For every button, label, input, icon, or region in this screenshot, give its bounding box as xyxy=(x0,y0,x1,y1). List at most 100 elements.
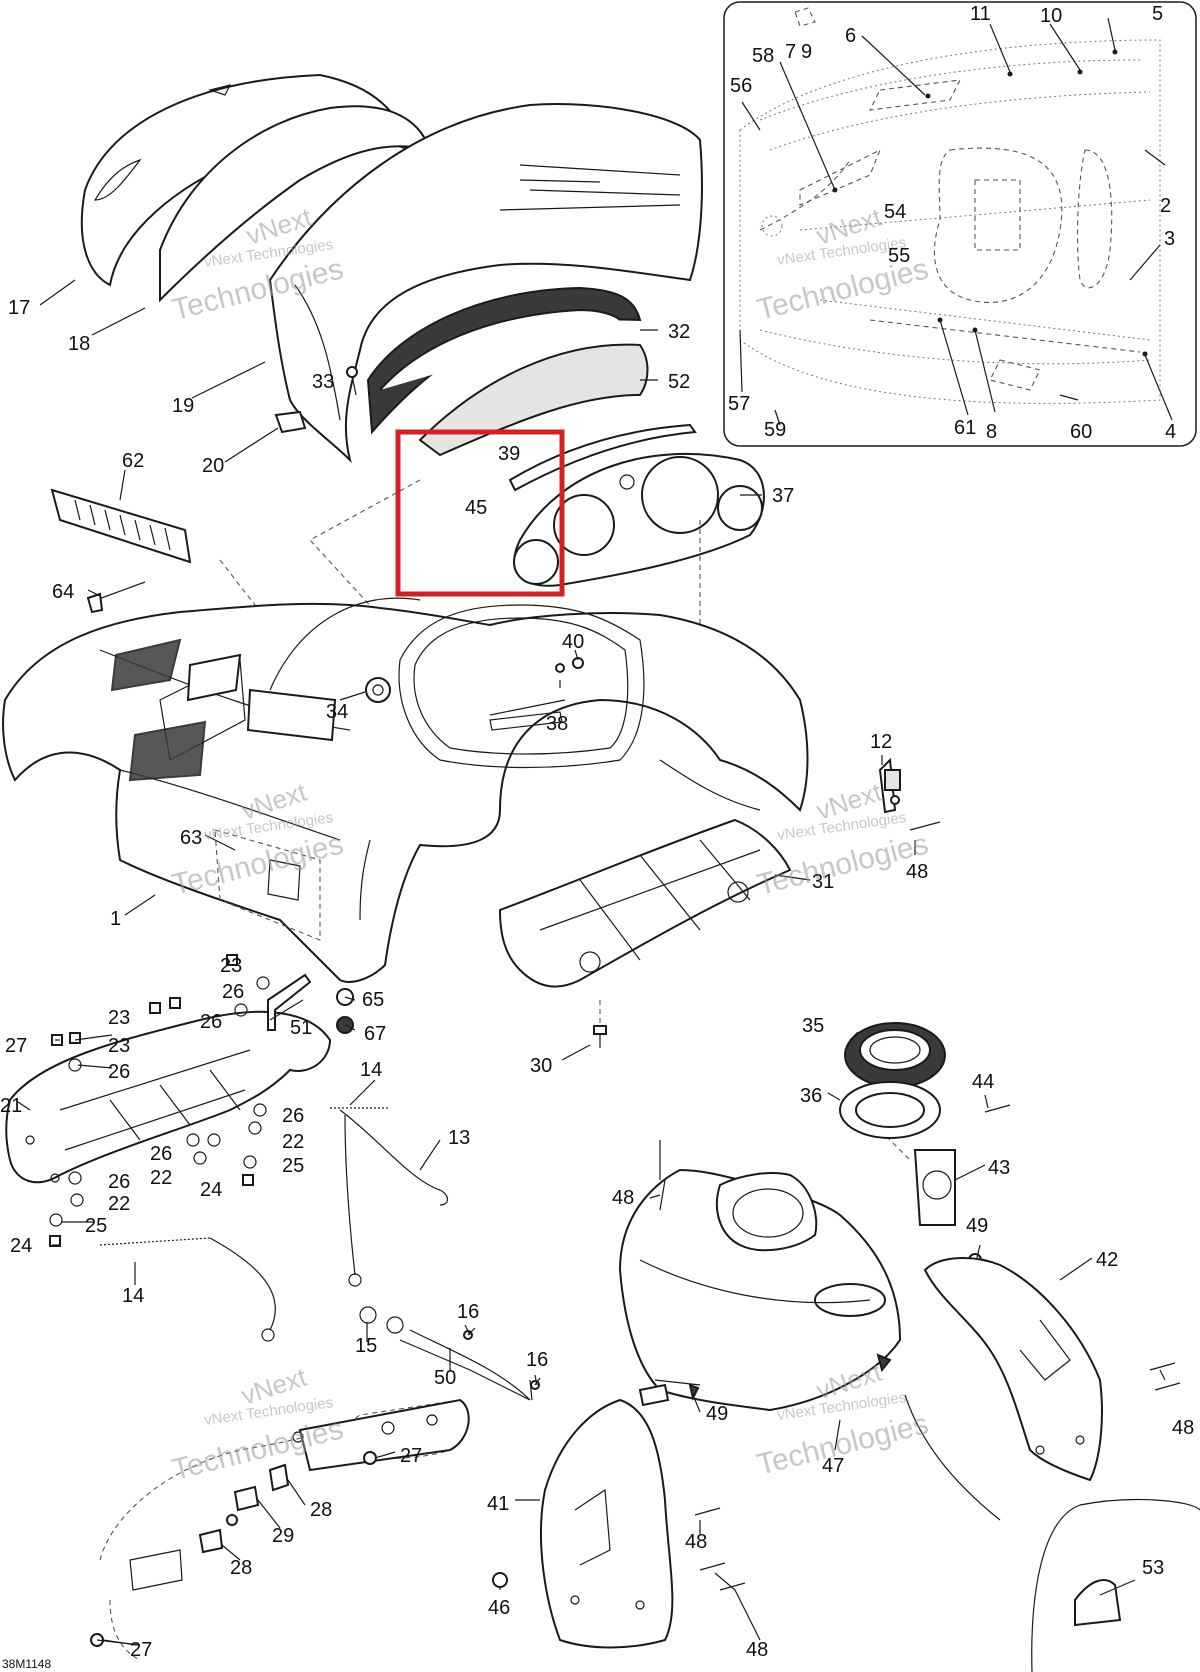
leader-lines xyxy=(17,279,1166,1646)
part-36-gasket xyxy=(839,1081,941,1139)
part-62-vent xyxy=(50,488,192,564)
callout-26c: 26 xyxy=(108,1061,130,1083)
callout-26e: 26 xyxy=(150,1143,172,1165)
part-50-bolt xyxy=(399,1339,533,1401)
hull-mesh-grilles xyxy=(110,638,337,782)
callout-39: 39 xyxy=(498,443,520,465)
callout-27b: 27 xyxy=(400,1445,422,1467)
callout-37: 37 xyxy=(772,485,794,507)
callout-14a: 14 xyxy=(360,1059,382,1081)
part-43-plate xyxy=(913,1149,956,1226)
callout-52: 52 xyxy=(668,371,690,393)
callout-63: 63 xyxy=(180,827,202,849)
callout-7: 7 xyxy=(785,41,796,63)
callout-22b: 22 xyxy=(150,1167,172,1189)
diagram-code: 38M1148 xyxy=(2,1657,51,1671)
callout-16b: 16 xyxy=(526,1349,548,1371)
callout-35: 35 xyxy=(802,1015,824,1037)
part-30-screw xyxy=(593,1025,607,1048)
callout-31: 31 xyxy=(812,871,834,893)
callout-51: 51 xyxy=(290,1017,312,1039)
part-12-bracket xyxy=(878,757,901,814)
callout-5: 5 xyxy=(1152,3,1163,25)
callout-54: 54 xyxy=(884,201,906,223)
callout-43: 43 xyxy=(988,1157,1010,1179)
callout-30: 30 xyxy=(530,1055,552,1077)
callout-40: 40 xyxy=(562,631,584,653)
callout-57: 57 xyxy=(728,393,750,415)
callout-8: 8 xyxy=(986,421,997,443)
callout-48a: 48 xyxy=(906,861,928,883)
callout-48c: 48 xyxy=(1172,1417,1194,1439)
part-47-housing xyxy=(618,1140,902,1412)
callout-49a: 49 xyxy=(966,1215,988,1237)
callout-24a: 24 xyxy=(200,1179,222,1201)
part-51-bracket xyxy=(267,973,312,1031)
callout-20: 20 xyxy=(202,455,224,477)
callout-56: 56 xyxy=(730,75,752,97)
callout-50: 50 xyxy=(434,1367,456,1389)
part-31-tray xyxy=(498,818,792,988)
callout-38: 38 xyxy=(546,713,568,735)
callout-28b: 28 xyxy=(230,1557,252,1579)
windshield-parts xyxy=(80,73,703,464)
fasteners-left xyxy=(49,954,354,1247)
part-1-hull xyxy=(2,597,809,983)
callout-60: 60 xyxy=(1070,421,1092,443)
callout-labels: 5 10 11 6 7 9 58 56 2 3 54 55 4 60 8 61 … xyxy=(0,3,1194,1671)
callout-55: 55 xyxy=(888,245,910,267)
callout-53: 53 xyxy=(1142,1557,1164,1579)
callout-62: 62 xyxy=(122,450,144,472)
callout-47: 47 xyxy=(822,1455,844,1477)
callout-9: 9 xyxy=(801,41,812,63)
callout-23c: 23 xyxy=(108,1035,130,1057)
part-35-ring xyxy=(844,1022,946,1088)
part-42-duct xyxy=(923,1257,1103,1482)
callout-59: 59 xyxy=(764,419,786,441)
callout-26f: 26 xyxy=(108,1171,130,1193)
callout-16a: 16 xyxy=(457,1301,479,1323)
callout-18: 18 xyxy=(68,333,90,355)
part-32-visor xyxy=(366,286,642,435)
callout-22a: 22 xyxy=(282,1131,304,1153)
callout-23b: 23 xyxy=(108,1007,130,1029)
callout-33: 33 xyxy=(312,371,334,393)
part-33-screw xyxy=(346,366,358,396)
callout-12: 12 xyxy=(870,731,892,753)
callout-24b: 24 xyxy=(10,1235,32,1257)
callout-17: 17 xyxy=(8,297,30,319)
callout-22c: 22 xyxy=(108,1193,130,1215)
callout-13: 13 xyxy=(448,1127,470,1149)
callout-2: 2 xyxy=(1160,195,1171,217)
part-63-panel xyxy=(214,829,321,941)
part-20-clip xyxy=(274,410,307,434)
part-44-fastener xyxy=(984,1104,1011,1113)
callout-45: 45 xyxy=(465,497,487,519)
callout-6: 6 xyxy=(845,25,856,47)
callout-27c: 27 xyxy=(130,1639,152,1661)
callout-14b: 14 xyxy=(122,1285,144,1307)
part-48-fastener-a xyxy=(909,821,941,831)
bumper-assembly xyxy=(90,1398,470,1661)
callout-27a: 27 xyxy=(5,1035,27,1057)
part-19-shield xyxy=(268,103,703,464)
part-37-gauge-bezel xyxy=(513,453,765,587)
callout-4: 4 xyxy=(1165,421,1176,443)
callout-48e: 48 xyxy=(746,1639,768,1661)
part-21-bracket xyxy=(5,1010,332,1184)
callout-42: 42 xyxy=(1096,1249,1118,1271)
callout-15: 15 xyxy=(355,1335,377,1357)
part-41-duct xyxy=(540,1398,674,1649)
part-46-plug xyxy=(492,1572,508,1588)
callout-32: 32 xyxy=(668,321,690,343)
callout-11: 11 xyxy=(970,3,991,25)
callout-48b: 48 xyxy=(612,1187,634,1209)
callout-49b: 49 xyxy=(706,1403,728,1425)
callout-10: 10 xyxy=(1040,5,1062,27)
callout-44: 44 xyxy=(972,1071,994,1093)
callout-23a: 23 xyxy=(220,955,242,977)
callout-58: 58 xyxy=(752,45,774,67)
callout-36: 36 xyxy=(800,1085,822,1107)
part-40-screw xyxy=(555,657,584,673)
callout-19: 19 xyxy=(172,395,194,417)
